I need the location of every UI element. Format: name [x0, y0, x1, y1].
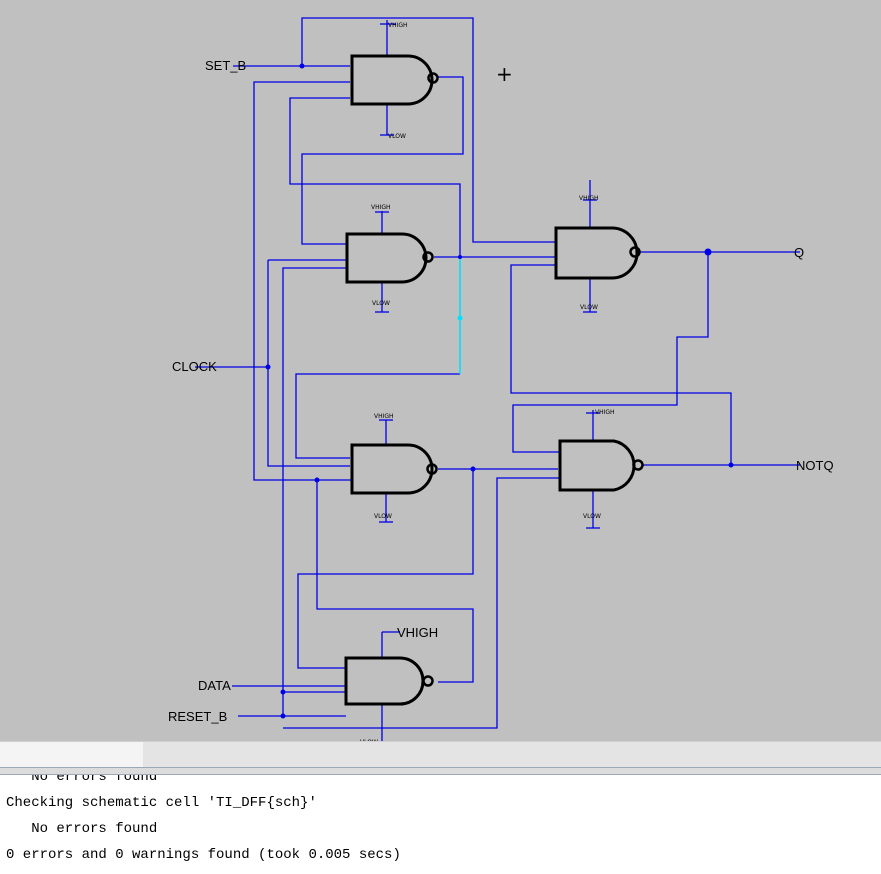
ground-label: VLOW	[388, 133, 406, 140]
power-label: VHIGH	[371, 204, 391, 211]
pin-label-clock: CLOCK	[172, 359, 217, 374]
pin-label-reset-b: RESET_B	[168, 709, 227, 724]
console-line: No errors found	[6, 775, 158, 785]
pin-label-set-b: SET_B	[205, 58, 246, 73]
ground-label: VLOW	[360, 739, 378, 741]
ground-label: VLOW	[580, 304, 598, 311]
horizontal-scrollbar[interactable]	[0, 741, 881, 767]
nand-gate-data[interactable]	[344, 656, 434, 706]
power-label: VHIGH	[579, 195, 599, 202]
schematic-canvas[interactable]: SET_B CLOCK DATA RESET_B Q NOTQ VHIGH VH…	[0, 0, 881, 741]
power-label: VHIGH	[595, 409, 615, 416]
ground-label: VLOW	[372, 300, 390, 307]
console-line: No errors found	[6, 821, 158, 837]
nand-gate-q[interactable]	[554, 226, 641, 280]
nand-gate-clock-lower[interactable]	[350, 443, 438, 495]
wires	[195, 17, 800, 741]
split-pane-divider[interactable]	[0, 767, 881, 775]
ground-label: VLOW	[583, 513, 601, 520]
nand-gate-clock-upper[interactable]	[345, 232, 434, 284]
console-line: Checking schematic cell 'TI_DFF{sch}'	[6, 795, 317, 811]
message-console[interactable]: No errors found Checking schematic cell …	[0, 775, 881, 874]
nand-gate-set[interactable]	[350, 54, 439, 106]
nand-gate-notq[interactable]	[558, 439, 644, 492]
power-label: VHIGH	[388, 22, 408, 29]
junction-dots	[265, 63, 734, 719]
schematic-drawing[interactable]: SET_B CLOCK DATA RESET_B Q NOTQ VHIGH VH…	[0, 0, 881, 741]
scrollbar-thumb[interactable]	[0, 742, 143, 767]
pin-label-notq: NOTQ	[796, 458, 834, 473]
console-line: 0 errors and 0 warnings found (took 0.00…	[6, 847, 401, 863]
pin-label-q: Q	[794, 245, 804, 260]
ground-label: VLOW	[374, 513, 392, 520]
power-label: VHIGH	[374, 413, 394, 420]
crosshair-cursor-icon: +	[496, 62, 513, 86]
pin-label-vhigh: VHIGH	[397, 625, 438, 640]
pin-label-data: DATA	[198, 678, 231, 693]
